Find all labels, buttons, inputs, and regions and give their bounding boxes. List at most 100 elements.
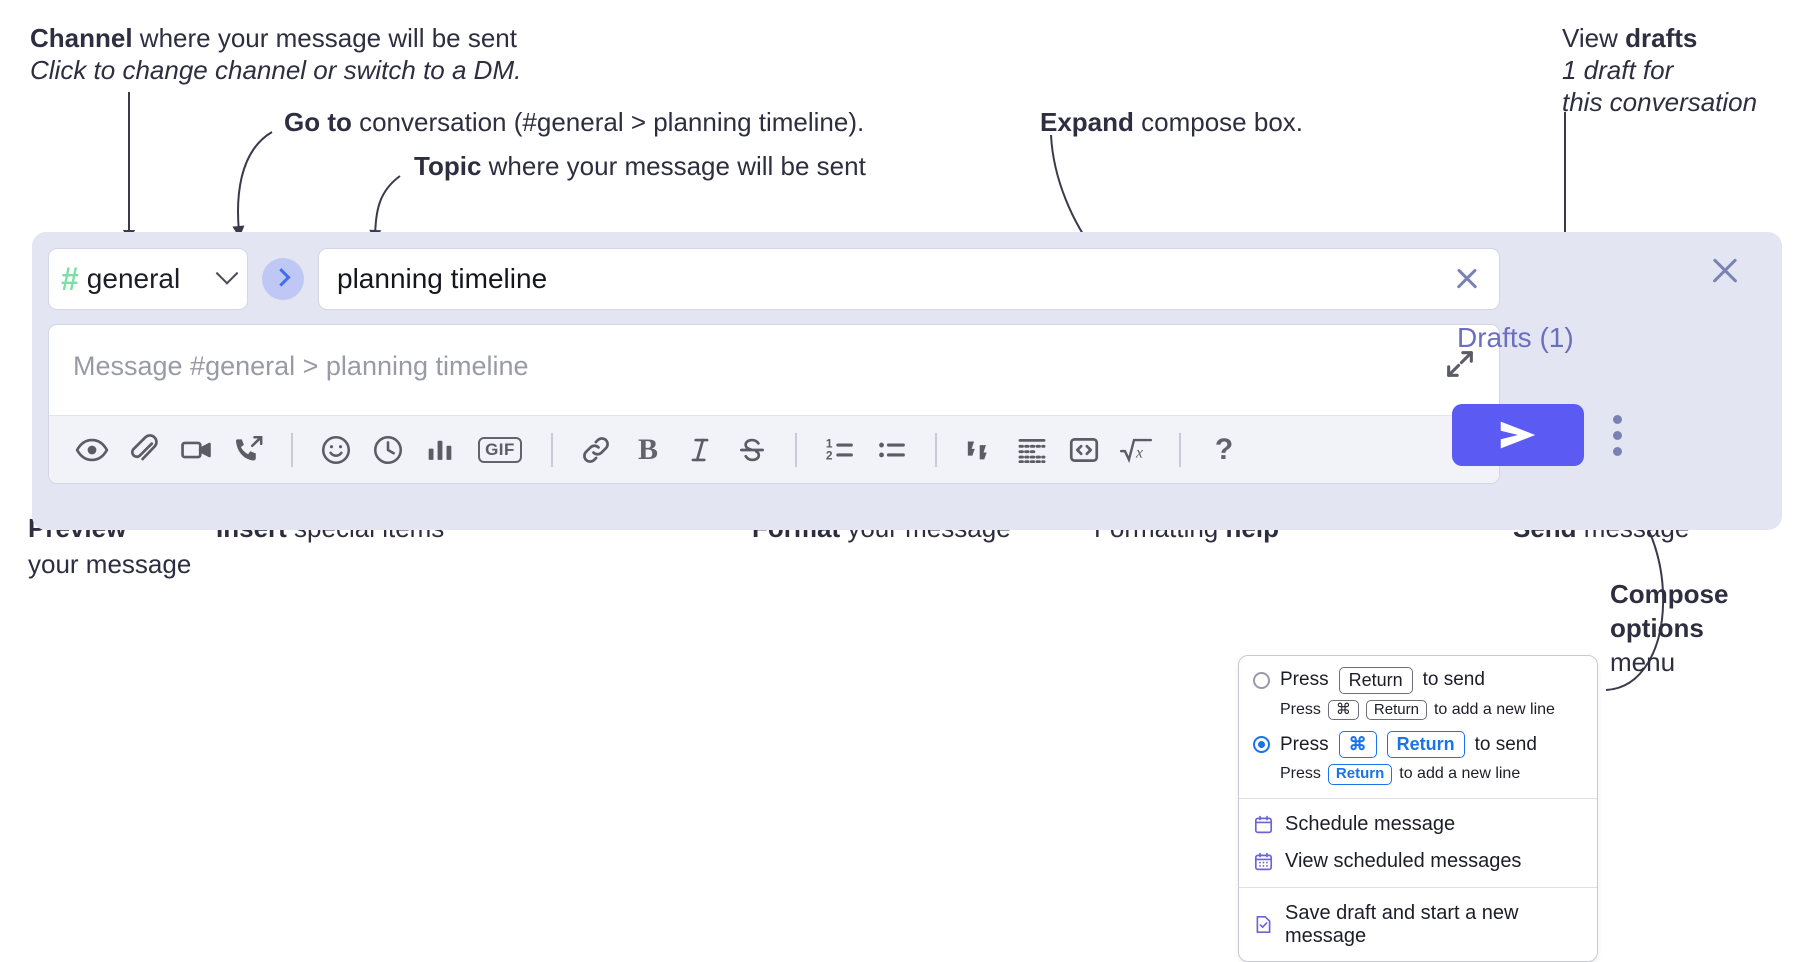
compose-panel: # general planning timeline Message #gen… xyxy=(32,232,1782,530)
option-return-to-send[interactable]: Press Return to send xyxy=(1239,662,1597,699)
calendar-schedule-icon xyxy=(1254,815,1273,833)
option-2-subtext: Press Return to add a new line xyxy=(1239,763,1597,791)
poll-icon[interactable] xyxy=(417,427,463,473)
key-return: Return xyxy=(1338,667,1413,694)
annotation-expand: Expand compose box. xyxy=(1040,106,1303,139)
menu-item-label: Save draft and start a new message xyxy=(1285,901,1519,947)
menu-item-schedule-message[interactable]: Schedule message xyxy=(1239,806,1597,843)
compose-inner: # general planning timeline Message #gen… xyxy=(48,248,1500,484)
strikethrough-icon[interactable] xyxy=(729,427,775,473)
annotation-topic: Topic where your message will be sent xyxy=(414,150,866,183)
emoji-icon[interactable] xyxy=(313,427,359,473)
attachment-icon[interactable] xyxy=(121,427,167,473)
formatting-toolbar: GIF B xyxy=(49,415,1499,483)
ordered-list-icon[interactable]: 1 2 xyxy=(817,427,863,473)
gif-label: GIF xyxy=(478,436,522,463)
channel-name-label: general xyxy=(86,263,181,294)
send-button[interactable] xyxy=(1452,404,1584,466)
panel-close-icon[interactable] xyxy=(1708,254,1742,288)
annotation-drafts-pre: View xyxy=(1562,23,1626,53)
message-placeholder: Message #general > planning timeline xyxy=(73,351,529,381)
toolbar-separator xyxy=(551,432,553,467)
annotation-channel-sub-text: Click to change channel or switch to a D… xyxy=(30,55,522,85)
key-return: Return xyxy=(1365,699,1427,721)
option-2-pre: Press xyxy=(1280,733,1329,755)
annotation-drafts-sub1-text: 1 draft for xyxy=(1562,55,1674,85)
option-1-sub-post: to add a new line xyxy=(1433,700,1555,718)
compose-header-row: # general planning timeline xyxy=(48,248,1500,310)
option-1-subtext: Press ⌘ Return to add a new line xyxy=(1239,699,1597,727)
radio-unselected[interactable] xyxy=(1253,671,1270,689)
call-forward-icon[interactable] xyxy=(225,427,271,473)
option-2-sub-post: to add a new line xyxy=(1399,765,1521,783)
save-draft-icon xyxy=(1256,915,1271,934)
topic-input[interactable]: planning timeline xyxy=(318,248,1500,310)
svg-text:x: x xyxy=(1135,444,1143,461)
gif-icon[interactable]: GIF xyxy=(469,427,531,473)
menu-divider xyxy=(1239,886,1597,888)
key-command: ⌘ xyxy=(1338,731,1377,758)
annotation-expand-rest: compose box. xyxy=(1133,107,1304,137)
annotation-goto-bold: Go to xyxy=(284,107,352,137)
annotation-drafts-bold: drafts xyxy=(1625,23,1698,53)
toolbar-separator xyxy=(1179,432,1181,467)
annotation-drafts-sub2: this conversation xyxy=(1562,86,1757,119)
annotation-compose-rest: menu xyxy=(1610,647,1676,677)
key-command: ⌘ xyxy=(1327,699,1359,721)
annotation-channel-sub: Click to change channel or switch to a D… xyxy=(30,54,521,87)
compose-right-rail: Drafts (1) xyxy=(1452,232,1752,530)
menu-item-label: Schedule message xyxy=(1285,812,1456,835)
radio-selected[interactable] xyxy=(1253,736,1270,753)
help-label: ? xyxy=(1214,432,1234,466)
channel-selector[interactable]: # general xyxy=(48,248,248,310)
more-vertical-dot xyxy=(1612,446,1622,456)
svg-text:1: 1 xyxy=(826,436,833,450)
annotation-compose-2: options xyxy=(1610,612,1704,645)
toolbar-separator xyxy=(935,432,937,467)
clock-icon[interactable] xyxy=(365,427,411,473)
blockquote-icon[interactable] xyxy=(957,427,1003,473)
toolbar-separator xyxy=(795,432,797,467)
menu-item-view-scheduled-messages[interactable]: View scheduled messages xyxy=(1239,843,1597,880)
annotation-goto-rest: conversation (#general > planning timeli… xyxy=(351,107,865,137)
bold-icon[interactable]: B xyxy=(625,427,671,473)
option-cmd-return-to-send[interactable]: Press ⌘ Return to send xyxy=(1239,726,1597,763)
inline-code-icon[interactable] xyxy=(1061,427,1107,473)
toolbar-separator xyxy=(291,432,293,467)
calendar-view-icon xyxy=(1254,852,1273,870)
svg-text:2: 2 xyxy=(826,448,833,462)
bulleted-list-icon[interactable] xyxy=(869,427,915,473)
chevron-right-icon xyxy=(271,267,291,287)
annotation-compose-bold-2: options xyxy=(1610,613,1704,643)
preview-icon[interactable] xyxy=(69,427,115,473)
chevron-down-icon xyxy=(215,262,239,285)
menu-item-label: View scheduled messages xyxy=(1285,849,1522,872)
drafts-link[interactable]: Drafts (1) xyxy=(1457,322,1574,353)
menu-item-save-draft[interactable]: Save draft and start a new message xyxy=(1239,895,1597,955)
option-1-post: to send xyxy=(1422,669,1485,691)
send-icon xyxy=(1500,421,1536,449)
code-block-icon[interactable] xyxy=(1009,427,1055,473)
option-1-sub-pre: Press xyxy=(1280,700,1321,718)
menu-divider xyxy=(1239,797,1597,799)
help-icon[interactable]: ? xyxy=(1201,427,1247,473)
video-icon[interactable] xyxy=(173,427,219,473)
annotation-preview-rest: your message xyxy=(28,548,191,581)
key-return: Return xyxy=(1327,763,1393,785)
message-editor[interactable]: Message #general > planning timeline xyxy=(48,324,1500,484)
compose-options-button[interactable] xyxy=(1602,412,1632,458)
annotation-channel: Channel where your message will be sent xyxy=(30,22,517,55)
annotation-drafts-sub1: 1 draft for xyxy=(1562,54,1673,87)
math-icon[interactable]: x xyxy=(1113,427,1159,473)
annotation-drafts: View drafts xyxy=(1562,22,1697,55)
annotation-preview-rest-text: your message xyxy=(28,549,192,579)
option-2-post: to send xyxy=(1474,733,1537,755)
expand-icon[interactable] xyxy=(1443,347,1477,381)
goto-conversation-button[interactable] xyxy=(262,258,304,300)
annotation-compose-bold-1: Compose xyxy=(1610,579,1729,609)
more-vertical-dot xyxy=(1612,430,1622,440)
link-icon[interactable] xyxy=(573,427,619,473)
annotation-compose-3: menu xyxy=(1610,646,1675,679)
italic-icon[interactable] xyxy=(677,427,723,473)
annotation-topic-rest: where your message will be sent xyxy=(481,151,866,181)
